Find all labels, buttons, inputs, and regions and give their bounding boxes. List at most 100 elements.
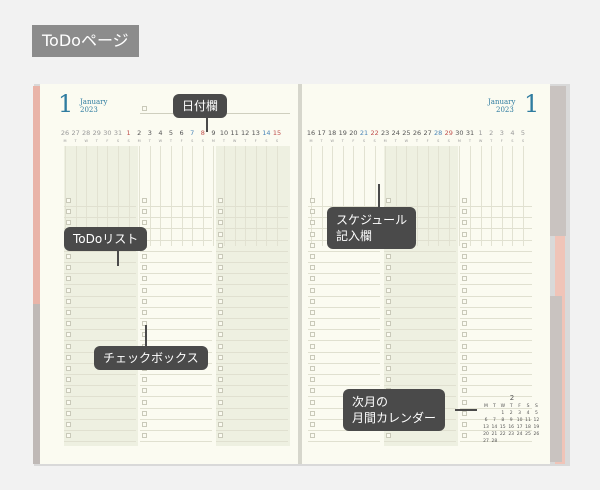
right-dow-0: M (309, 139, 313, 143)
todo-rule (64, 385, 136, 387)
todo-rule (216, 407, 288, 409)
todo-checkbox (310, 220, 315, 226)
todo-checkbox (66, 332, 71, 338)
todo-rule (140, 329, 212, 331)
todo-list-pointer (117, 246, 119, 266)
day-divider (448, 146, 450, 246)
todo-checkbox (66, 388, 71, 394)
left-date-2: 28 (82, 129, 91, 137)
right-date-4: 20 (349, 129, 358, 137)
todo-checkbox (66, 343, 71, 349)
todo-checkbox (310, 198, 315, 203)
todo-rule (64, 396, 136, 398)
day-divider (245, 146, 247, 246)
right-date-0: 16 (306, 129, 316, 137)
todo-checkbox (66, 410, 71, 416)
todo-checkbox (386, 332, 391, 338)
todo-rule (64, 374, 136, 375)
day-divider (224, 146, 225, 246)
day-divider (332, 146, 334, 246)
left-dow-8: T (148, 139, 151, 143)
mini-cal-day: 14 (491, 425, 498, 430)
day-divider (385, 146, 387, 246)
right-date-1: 17 (317, 129, 326, 137)
left-dow-12: S (191, 139, 194, 143)
mini-cal-day: 25 (525, 432, 531, 437)
todo-rule (384, 340, 456, 342)
todo-checkbox (386, 276, 391, 282)
right-date-13: 29 (444, 129, 453, 137)
todo-checkbox (218, 433, 223, 439)
mini-cal-day: 17 (516, 425, 523, 430)
todo-rule (308, 362, 380, 364)
todo-rule (64, 418, 136, 420)
todo-rule (308, 430, 380, 431)
todo-rule (64, 306, 136, 308)
left-dow-15: T (222, 139, 226, 143)
todo-rule (64, 430, 136, 431)
todo-rule (216, 441, 288, 443)
left-date-20: 15 (272, 129, 282, 137)
todo-rule (64, 295, 136, 297)
todo-rule (140, 295, 212, 297)
todo-rule (460, 284, 532, 286)
mini-cal-day: 8 (501, 418, 505, 423)
mini-calendar-month: 2 (509, 394, 515, 402)
todo-checkbox (386, 198, 391, 203)
left-date-17: 12 (241, 129, 250, 137)
todo-rule (216, 273, 288, 275)
right-dow-2: W (330, 139, 334, 143)
right-date-20: 5 (520, 129, 526, 137)
todo-rule (64, 329, 136, 331)
todo-rule (140, 396, 212, 398)
todo-checkbox (310, 433, 315, 439)
right-dow-9: W (404, 139, 409, 143)
todo-rule (460, 430, 532, 431)
page-title: ToDoページ (32, 25, 139, 57)
left-dow-20: S (275, 139, 279, 143)
right-date-8: 24 (391, 129, 400, 137)
todo-checkbox (462, 265, 467, 271)
todo-checkbox (142, 276, 147, 282)
right-dow-18: F (500, 139, 503, 143)
callout-next-month: 次月の 月間カレンダー (343, 389, 446, 431)
right-date-12: 28 (434, 129, 443, 137)
todo-checkbox (310, 321, 315, 327)
todo-rule (460, 441, 532, 443)
todo-checkbox (462, 377, 467, 383)
todo-checkbox (66, 354, 71, 360)
mini-cal-day: 13 (483, 425, 489, 430)
todo-checkbox (386, 321, 391, 327)
todo-rule (460, 418, 532, 420)
todo-rule (216, 418, 288, 420)
todo-rule (64, 284, 136, 286)
todo-checkbox (310, 410, 315, 416)
todo-checkbox (462, 433, 467, 439)
todo-checkbox (462, 354, 467, 360)
left-dow-17: T (244, 139, 247, 143)
day-divider (86, 146, 88, 246)
day-divider (321, 146, 323, 246)
todo-checkbox (462, 332, 467, 338)
todo-checkbox (142, 422, 147, 427)
todo-rule (460, 228, 532, 230)
right-dow-8: T (394, 139, 397, 143)
todo-checkbox (142, 321, 147, 327)
right-dow-17: T (490, 139, 493, 143)
day-divider (342, 146, 344, 246)
todo-rule (216, 340, 288, 342)
left-dow-9: W (158, 139, 163, 143)
todo-checkbox (218, 321, 223, 327)
todo-rule (384, 329, 456, 331)
todo-rule (384, 362, 456, 364)
month-number-right: 1 (524, 90, 540, 118)
todo-checkbox (310, 310, 315, 315)
index-tab-gray-right-bottom (548, 296, 562, 462)
left-dow-0: M (63, 139, 67, 143)
todo-checkbox (142, 410, 147, 416)
todo-rule (140, 284, 212, 286)
todo-rule (64, 273, 136, 275)
day-divider (311, 146, 312, 246)
todo-checkbox (218, 366, 223, 371)
todo-checkbox (462, 231, 467, 237)
